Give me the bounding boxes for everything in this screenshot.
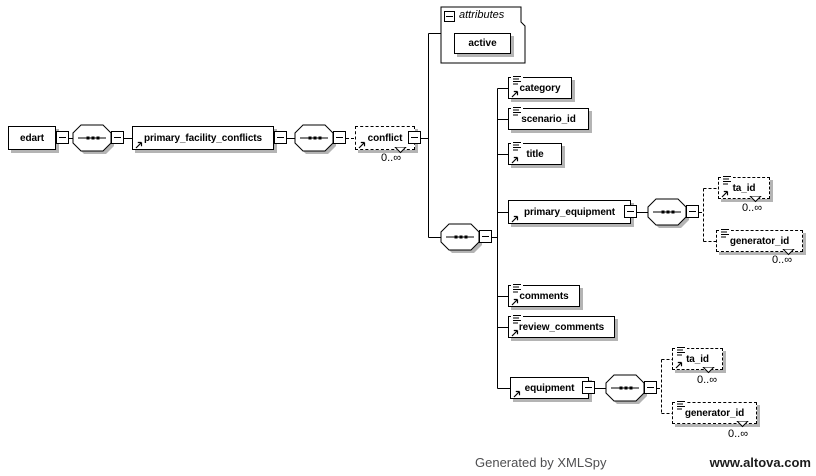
element-label: scenario_id (521, 113, 576, 125)
element-label: ta_id (732, 182, 756, 194)
repeat-chevron-icon (735, 420, 750, 428)
attributes-label: attributes (459, 9, 505, 21)
collapse-handle-icon[interactable] (56, 131, 69, 144)
text-content-icon (511, 74, 523, 85)
text-content-icon (675, 399, 687, 410)
text-content-icon (511, 282, 523, 293)
element-generator-id[interactable]: generator_id (672, 399, 757, 428)
reference-arrow-icon (358, 140, 367, 149)
collapse-handle-icon[interactable] (408, 131, 421, 144)
collapse-handle-icon[interactable] (444, 11, 455, 22)
element-label: generator_id (684, 407, 745, 419)
element-review-comments[interactable]: review_comments (508, 313, 615, 338)
element-label: review_comments (518, 321, 605, 333)
text-content-icon (511, 105, 523, 116)
element-label: comments (519, 290, 569, 302)
collapse-handle-icon[interactable] (644, 381, 657, 394)
collapse-handle-icon[interactable] (333, 131, 346, 144)
sequence-compositor[interactable] (72, 124, 116, 156)
text-content-icon (511, 313, 523, 324)
occurrence-label: 0..∞ (742, 202, 763, 214)
reference-arrow-icon (511, 297, 520, 306)
collapse-handle-icon[interactable] (686, 205, 699, 218)
text-content-icon (721, 174, 733, 185)
element-ta-id[interactable]: ta_id (718, 174, 770, 203)
element-equipment[interactable]: equipment (510, 377, 595, 399)
reference-arrow-icon (511, 89, 520, 98)
reference-arrow-icon (511, 214, 520, 223)
element-label: category (519, 82, 561, 94)
attribute-label: active (468, 38, 497, 49)
element-comments[interactable]: comments (508, 282, 580, 307)
repeat-chevron-icon (393, 146, 408, 154)
element-ta-id[interactable]: ta_id (672, 345, 723, 374)
element-label: conflict (367, 132, 403, 144)
element-scenario-id[interactable]: scenario_id (508, 105, 589, 130)
repeat-chevron-icon (748, 195, 763, 203)
element-label: primary_facility_conflicts (143, 132, 262, 144)
occurrence-label: 0..∞ (728, 428, 749, 440)
collapse-handle-icon[interactable] (274, 131, 287, 144)
element-label: equipment (524, 382, 575, 394)
element-primary-equipment[interactable]: primary_equipment (508, 200, 637, 224)
reference-arrow-icon (511, 328, 520, 337)
text-content-icon (719, 227, 731, 238)
element-conflict[interactable]: conflict (355, 126, 421, 154)
element-generator-id[interactable]: generator_id (716, 227, 803, 256)
repeat-chevron-icon (781, 248, 796, 256)
repeat-chevron-icon (701, 366, 716, 374)
element-label: edart (20, 132, 44, 144)
collapse-handle-icon[interactable] (582, 381, 595, 394)
reference-arrow-icon (675, 360, 684, 369)
sequence-compositor[interactable] (605, 374, 649, 406)
sequence-compositor[interactable] (647, 198, 691, 230)
attributes-panel: attributes active (440, 6, 528, 66)
occurrence-label: 0..∞ (772, 254, 793, 266)
collapse-handle-icon[interactable] (111, 131, 124, 144)
occurrence-label: 0..∞ (697, 374, 718, 386)
occurrence-label: 0..∞ (381, 152, 402, 164)
element-label: ta_id (686, 353, 709, 365)
attribute-active[interactable]: active (454, 33, 511, 54)
element-category[interactable]: category (508, 74, 572, 99)
reference-arrow-icon (513, 389, 522, 398)
collapse-handle-icon[interactable] (624, 205, 637, 218)
element-label: generator_id (729, 235, 790, 247)
sequence-compositor[interactable] (440, 223, 484, 255)
generated-by-text: Generated by XMLSpy (475, 455, 607, 470)
reference-arrow-icon (135, 140, 144, 149)
element-primary-facility-conflicts[interactable]: primary_facility_conflicts (132, 126, 287, 150)
altova-website-link[interactable]: www.altova.com (709, 455, 811, 470)
reference-arrow-icon (721, 189, 730, 198)
text-content-icon (675, 345, 687, 356)
collapse-handle-icon[interactable] (479, 230, 492, 243)
element-label: primary_equipment (523, 206, 616, 218)
element-label: title (526, 148, 544, 160)
element-edart[interactable]: edart (8, 126, 69, 150)
text-content-icon (511, 140, 523, 151)
sequence-compositor[interactable] (294, 124, 338, 156)
element-title[interactable]: title (508, 140, 562, 165)
reference-arrow-icon (511, 155, 520, 164)
